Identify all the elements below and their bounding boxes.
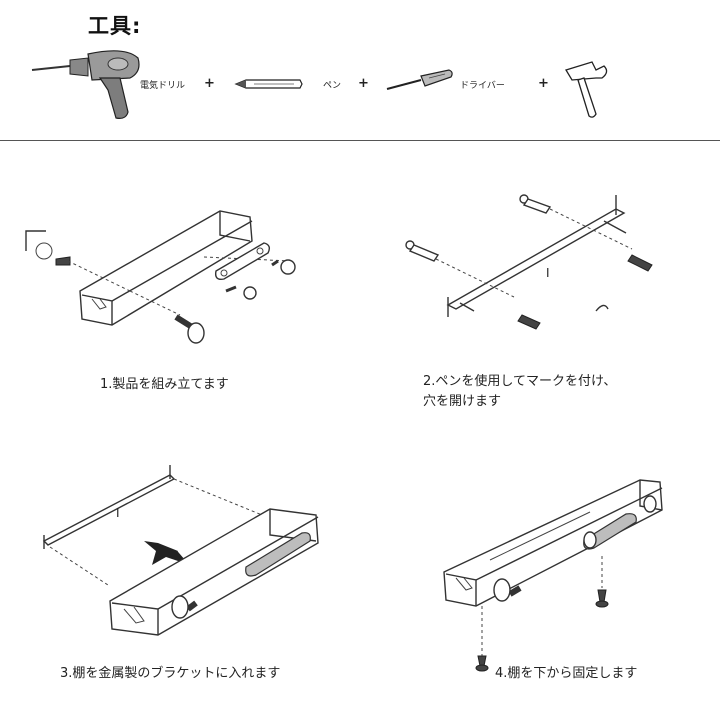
step-number: 4. (495, 666, 508, 681)
divider-line (0, 140, 720, 141)
plus-sign: + (358, 76, 369, 91)
step2-diagram: I (405, 194, 653, 330)
step-text: 棚を下から固定します (507, 666, 638, 681)
step-number: 1. (100, 377, 113, 392)
step-number: 3. (60, 666, 73, 681)
screwdriver-icon (386, 69, 453, 90)
step1-diagram (25, 210, 296, 344)
electric-drill-icon (31, 50, 140, 119)
plus-sign: + (204, 76, 215, 91)
plus-sign: + (538, 76, 549, 91)
step-text: ペンを使用してマークを付け、 (435, 374, 617, 389)
tools-title: 工具: (88, 14, 142, 38)
step-2-caption: 2.ペンを使用してマークを付け、 穴を開けます (423, 372, 616, 412)
tool-label-pen: ペン (323, 81, 342, 91)
tool-label-screwdriver: ドライバー (460, 81, 505, 91)
step4-diagram (443, 479, 663, 672)
svg-text:I: I (116, 506, 120, 520)
step-2-caption-line1: 2.ペンを使用してマークを付け、 (423, 372, 616, 392)
pen-icon (234, 79, 303, 89)
step-3-caption: 3.棚を金属製のブラケットに入れます (60, 664, 280, 684)
hammer-icon (565, 61, 608, 118)
step-number: 2. (423, 374, 436, 389)
step-4-caption: 4.棚を下から固定します (495, 664, 637, 684)
step-1-caption: 1.製品を組み立てます (100, 375, 229, 395)
step-2-caption-line2: 穴を開けます (423, 394, 502, 409)
step3-diagram: I (42, 465, 319, 636)
svg-text:I: I (546, 266, 550, 280)
tool-label-drill: 電気ドリル (140, 81, 186, 91)
step-text: 製品を組み立てます (112, 377, 229, 392)
step-text: 棚を金属製のブラケットに入れます (72, 666, 281, 681)
